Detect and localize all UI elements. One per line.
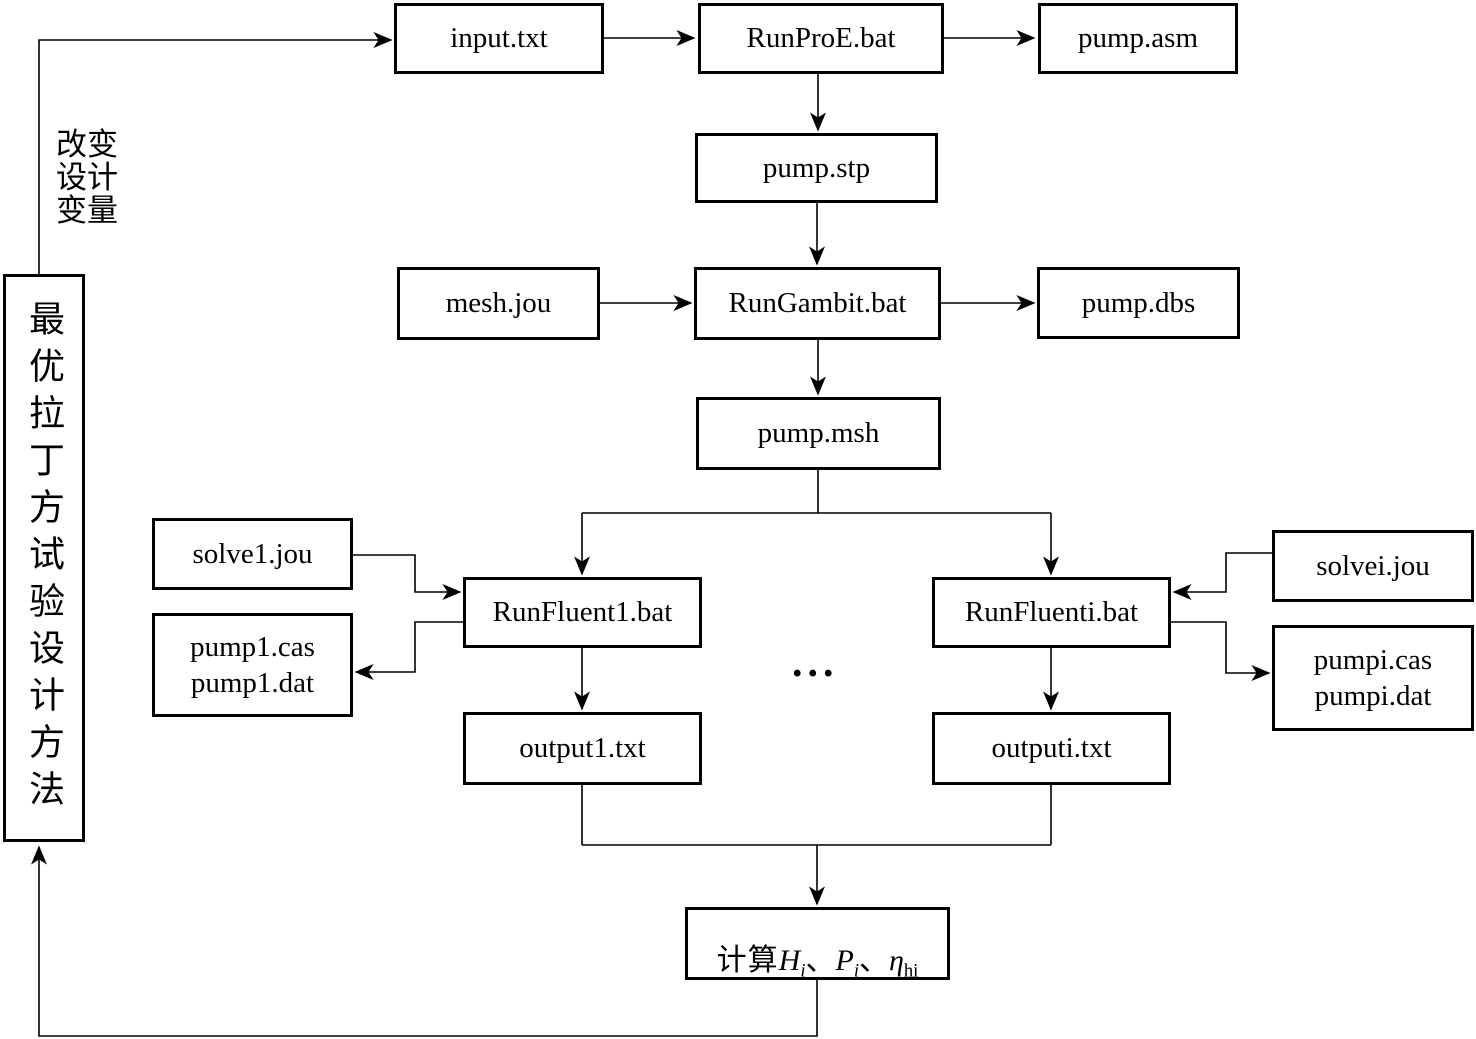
change-design-variables-label: 改变 设计 变量 [56,127,118,228]
node-output1-txt: output1.txt [463,712,702,785]
node-outputi-txt: outputi.txt [932,712,1171,785]
edge-pumpmsh-split-rail [582,470,1051,514]
edge-solvei-to-runfluenti [1172,552,1272,600]
result-var-H: H [778,943,801,977]
node-mesh-jou: mesh.jou [397,267,600,340]
edge-runfluent1-to-pump1 [354,621,463,680]
node-pump-dbs: pump.dbs [1037,267,1240,339]
result-sep-1: 、 [805,943,836,977]
result-sub-H: i [800,960,806,982]
result-sub-P: i [853,960,859,982]
result-sep-2: 、 [858,943,889,977]
node-pump-msh: pump.msh [696,397,941,470]
node-runfluenti-bat: RunFluenti.bat [932,577,1171,648]
node-rungambit-bat: RunGambit.bat [694,267,941,340]
node-solve1-jou: solve1.jou [152,518,353,590]
edge-runfluenti-to-pumpi [1171,621,1271,681]
node-runproe-bat: RunProE.bat [698,3,944,74]
node-pump1-cas-dat: pump1.cas pump1.dat [152,613,353,717]
result-sub-eta: hi [903,960,919,982]
node-optimizer-method: 最优拉丁方试验设计方法 [3,274,85,842]
result-var-P: P [835,943,854,977]
node-compute-result: 计算Hi、Pi、ηhi [685,907,950,982]
node-solvei-jou: solvei.jou [1272,530,1474,602]
edge-outputs-merge-rail [581,785,1052,846]
node-runfluent1-bat: RunFluent1.bat [463,577,702,648]
result-prefix: 计算 [716,943,779,977]
branches-ellipsis: ... [792,640,839,686]
node-pump-stp: pump.stp [695,133,938,203]
node-pump-asm: pump.asm [1038,3,1238,74]
node-pumpi-cas-dat: pumpi.cas pumpi.dat [1272,625,1474,731]
edge-solve1-to-runfluent1 [353,554,462,600]
result-var-eta: η [888,943,904,977]
node-input-txt: input.txt [394,3,604,74]
